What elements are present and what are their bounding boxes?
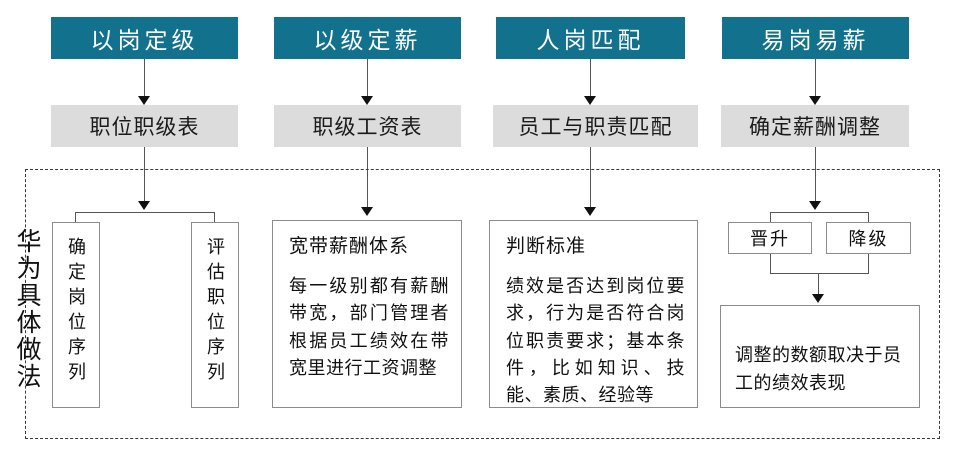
content-card-2-title: 宽带薪酬体系: [289, 236, 410, 257]
connector-line-4a: [815, 59, 817, 98]
connector-arrow-4b: [809, 201, 821, 210]
connector-arrow-1b: [138, 201, 150, 210]
group-container-dashed: [25, 169, 940, 439]
connector-line-4c: [818, 273, 820, 297]
connector-line-1b: [144, 147, 146, 204]
bracket-right-4-bottom: [868, 254, 870, 274]
connector-line-2b: [367, 147, 369, 210]
vertical-box-1-2[interactable]: 评估职位序列: [191, 222, 239, 408]
bracket-right-4-top: [868, 212, 870, 223]
result-box-4-text: 调整的数额取决于员工的绩效表现: [735, 345, 902, 393]
connector-arrow-3b: [584, 207, 596, 216]
vertical-box-1-1-label: 确定岗位序列: [66, 237, 86, 387]
bracket-left-4-bottom: [770, 254, 772, 274]
connector-arrow-2a: [361, 96, 373, 105]
content-card-2[interactable]: 宽带薪酬体系 每一级别都有薪酬带宽，部门管理者根据员工绩效在带宽里进行工资调整: [272, 220, 462, 408]
small-box-demotion[interactable]: 降级: [826, 222, 911, 254]
connector-arrow-1a: [138, 96, 150, 105]
header-box-1[interactable]: 以岗定级: [51, 17, 238, 59]
connector-line-2a: [367, 59, 369, 98]
gray-box-3[interactable]: 员工与职责匹配: [493, 105, 698, 147]
connector-line-3b: [590, 147, 592, 210]
gray-box-2[interactable]: 职级工资表: [274, 105, 461, 147]
content-card-3[interactable]: 判断标准 绩效是否达到岗位要求，行为是否符合岗位职责要求；基本条件，比如知识、技…: [489, 220, 698, 408]
vertical-box-1-1[interactable]: 确定岗位序列: [52, 222, 100, 408]
bracket-horizontal-4-top: [770, 212, 869, 214]
header-box-4[interactable]: 易岗易薪: [722, 17, 909, 59]
bracket-left-4-top: [770, 212, 772, 223]
bracket-left-1: [75, 212, 77, 223]
gray-box-1[interactable]: 职位职级表: [51, 105, 238, 147]
bracket-horizontal-1: [75, 212, 215, 214]
connector-arrow-4a: [809, 96, 821, 105]
header-box-3[interactable]: 人岗匹配: [496, 17, 685, 59]
bracket-right-1: [214, 212, 216, 223]
bracket-horizontal-4-bottom: [770, 273, 869, 275]
side-label-huawei-practice: 华为具体做法: [13, 228, 40, 390]
connector-line-1a: [144, 59, 146, 98]
connector-line-3a: [590, 59, 592, 98]
result-box-4[interactable]: 调整的数额取决于员工的绩效表现: [720, 305, 920, 408]
header-box-2[interactable]: 以级定薪: [274, 17, 461, 59]
content-card-3-body: 绩效是否达到岗位要求，行为是否符合岗位职责要求；基本条件，比如知识、技能、素质、…: [506, 276, 685, 406]
gray-box-4[interactable]: 确定薪酬调整: [721, 105, 909, 147]
vertical-box-1-2-label: 评估职位序列: [205, 237, 225, 387]
connector-line-4b: [815, 147, 817, 204]
content-card-2-body: 每一级别都有薪酬带宽，部门管理者根据员工绩效在带宽里进行工资调整: [289, 276, 449, 379]
connector-arrow-4c: [812, 294, 824, 303]
content-card-3-title: 判断标准: [506, 236, 587, 257]
connector-arrow-3a: [584, 96, 596, 105]
small-box-promotion[interactable]: 晋升: [728, 222, 812, 254]
connector-arrow-2b: [361, 207, 373, 216]
